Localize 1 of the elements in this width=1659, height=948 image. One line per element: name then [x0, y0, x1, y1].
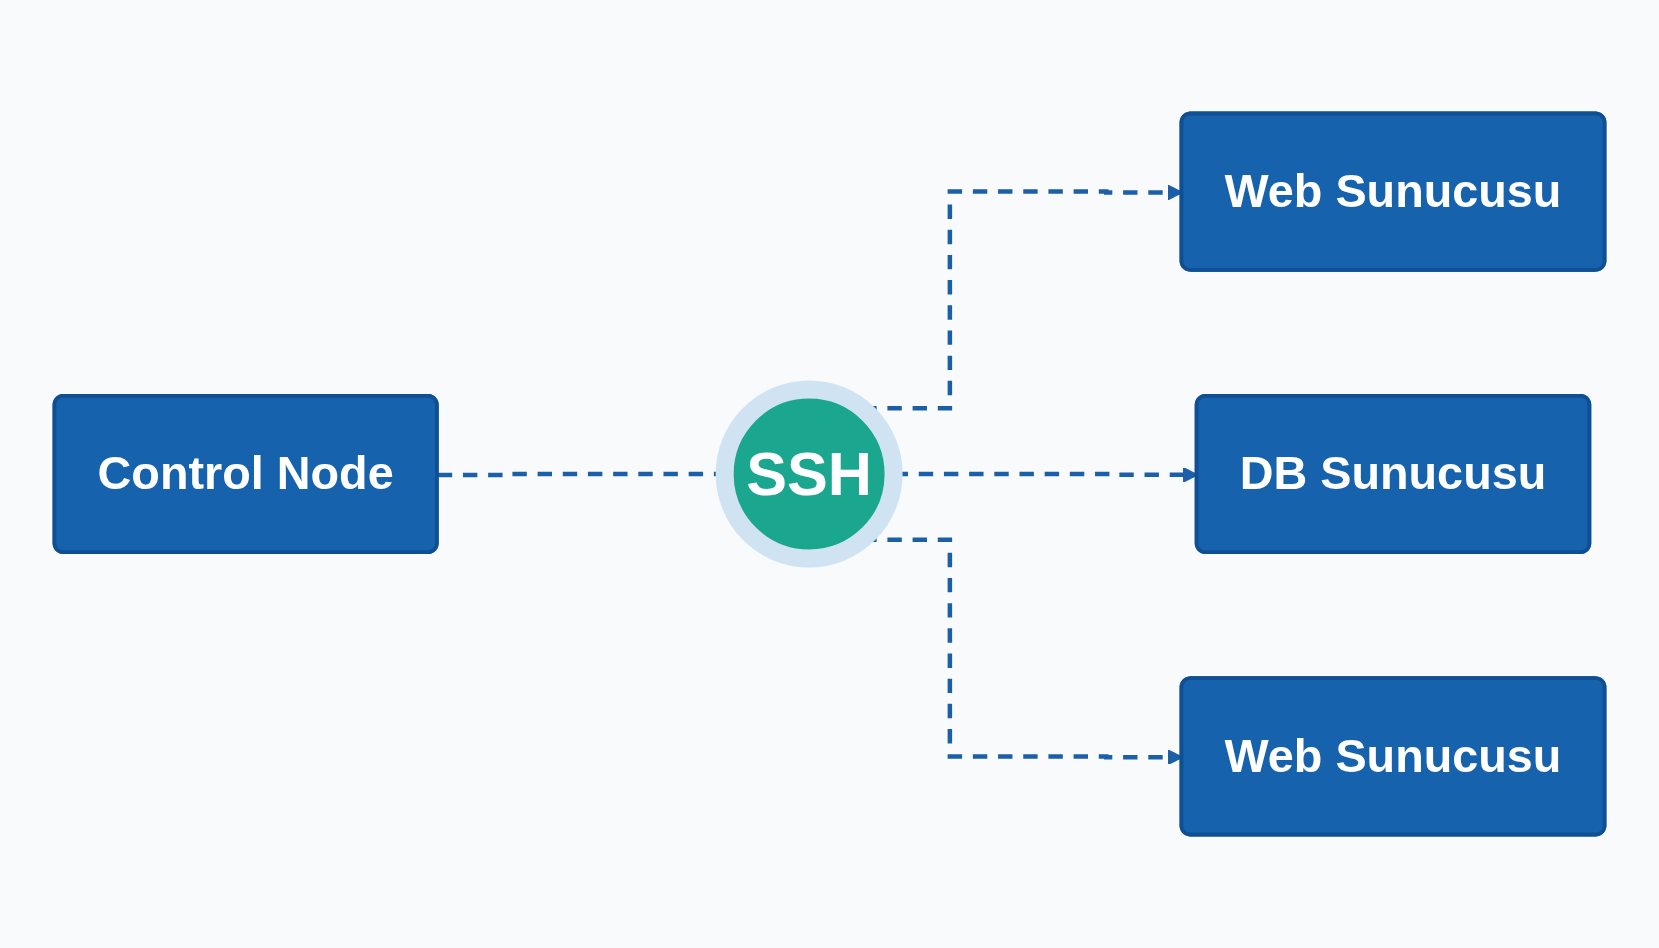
node-circle: SSH	[715, 380, 903, 568]
